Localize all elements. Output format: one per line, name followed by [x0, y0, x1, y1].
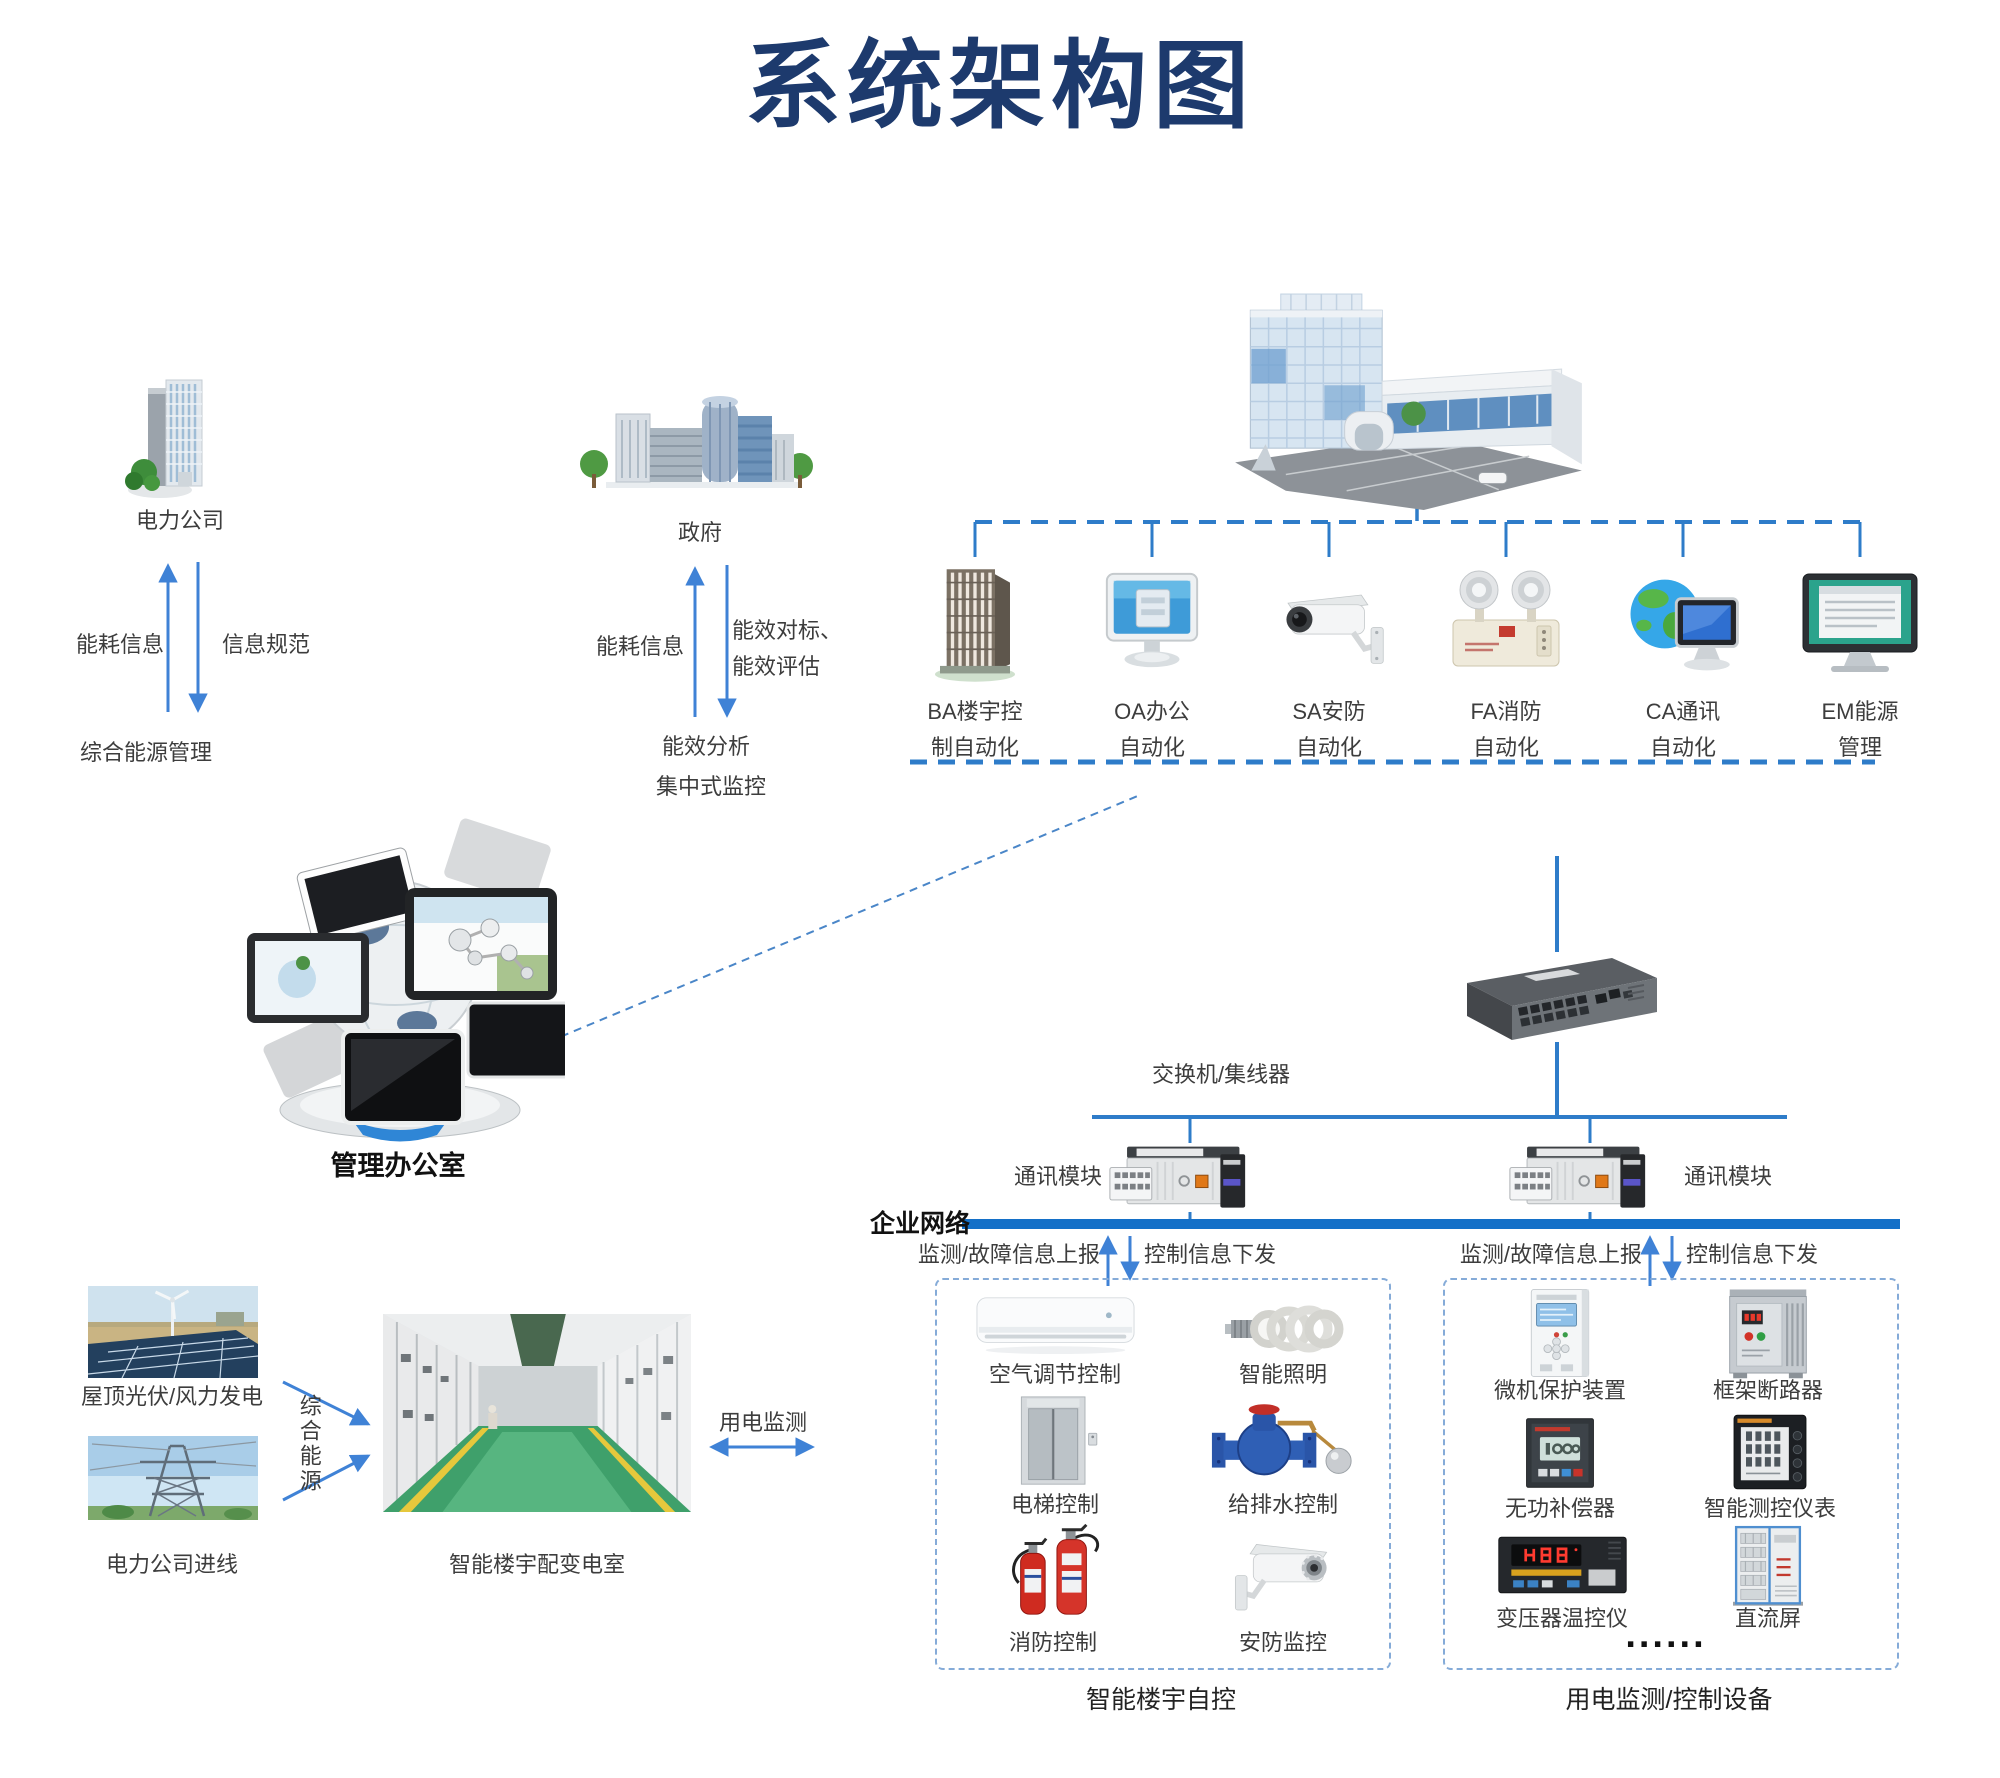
security-camera-icon — [1222, 1532, 1347, 1624]
dc-panel-icon — [1722, 1524, 1814, 1608]
oa-label-1: OA办公 — [1114, 699, 1190, 724]
ba-label-1: BA楼宇控 — [927, 699, 1023, 724]
gov-up-arrow-label: 能耗信息 — [596, 634, 685, 659]
government-label: 政府 — [677, 520, 723, 545]
flow-up-label-right: 监测/故障信息上报 — [1459, 1242, 1642, 1267]
sa-camera-icon — [1262, 582, 1402, 678]
comm-module-left-icon — [1108, 1140, 1268, 1218]
pv-to-substation-arrow — [282, 1380, 371, 1426]
substation-photo — [383, 1314, 691, 1512]
comm-module-right-icon — [1508, 1140, 1668, 1218]
ca-label-2: 自动化 — [1649, 735, 1717, 760]
office-diagonal-link — [547, 794, 1141, 1043]
government-building-icon — [576, 376, 816, 494]
frame-breaker-icon — [1722, 1286, 1814, 1380]
ca-label-1: CA通讯 — [1645, 699, 1721, 724]
compensator-label: 无功补偿器 — [1504, 1496, 1616, 1521]
flow-down-label-right: 控制信息下发 — [1686, 1242, 1819, 1267]
elevator-icon — [1005, 1392, 1105, 1490]
fire-extinguisher-icon — [995, 1518, 1113, 1624]
ba-label-2: 制自动化 — [930, 735, 1020, 760]
power-devices-box — [1443, 1278, 1899, 1670]
grid-tower-photo — [88, 1436, 258, 1520]
water-valve-icon — [1210, 1390, 1355, 1492]
energy-manager-label: 综合能源管理 — [80, 740, 213, 765]
grid-to-substation-arrow — [282, 1454, 371, 1502]
temp-controller-label: 变压器温控仪 — [1495, 1606, 1629, 1631]
elevator-label: 电梯控制 — [1010, 1492, 1100, 1517]
module-drops — [1188, 1117, 1592, 1222]
pv-wind-photo — [88, 1286, 258, 1378]
fa-label-1: FA消防 — [1470, 699, 1542, 724]
power-down-arrow-label: 信息规范 — [222, 632, 311, 657]
page-title: 系统架构图 — [745, 33, 1255, 140]
power-company-building-icon — [118, 372, 230, 502]
comm-module-right-label: 通讯模块 — [1684, 1164, 1773, 1189]
em-monitor-icon — [1795, 570, 1925, 678]
power-up-arrow-label: 能耗信息 — [76, 632, 165, 657]
oa-monitor-icon — [1093, 568, 1211, 674]
breaker-label: 框架断路器 — [1712, 1378, 1824, 1403]
flow-up-label-left: 监测/故障信息上报 — [917, 1242, 1100, 1267]
temp-controller-icon — [1495, 1530, 1630, 1600]
oa-label-2: 自动化 — [1118, 735, 1186, 760]
smart-meter-icon — [1726, 1410, 1814, 1494]
meter-label: 智能测控仪表 — [1703, 1496, 1837, 1521]
dc-panel-label: 直流屏 — [1734, 1606, 1802, 1631]
protection-label: 微机保护装置 — [1493, 1378, 1627, 1403]
sa-label-2: 自动化 — [1295, 735, 1363, 760]
management-office-label: 管理办公室 — [330, 1151, 466, 1181]
combined-energy-label: 综合能源 — [296, 1394, 322, 1494]
devices-ellipsis: ...... — [1625, 1614, 1707, 1656]
metering-label: 用电监测 — [718, 1410, 808, 1435]
power-devices-box-title: 用电监测/控制设备 — [1565, 1686, 1773, 1714]
ca-globe-monitor-icon — [1618, 572, 1748, 677]
enterprise-network-label: 企业网络 — [870, 1210, 971, 1238]
pv-wind-label: 屋顶光伏/风力发电 — [80, 1384, 264, 1409]
management-office-icon — [235, 815, 565, 1150]
switch-label: 交换机/集线器 — [1152, 1062, 1291, 1087]
gov-down-arrow-label-1: 能效对标、 — [732, 618, 843, 643]
ba-building-icon — [925, 552, 1025, 694]
em-label-2: 管理 — [1837, 735, 1883, 760]
flow-down-label-left: 控制信息下发 — [1144, 1242, 1277, 1267]
power-company-label: 电力公司 — [135, 508, 225, 533]
ac-label: 空气调节控制 — [988, 1362, 1122, 1387]
building-auto-box-title: 智能楼宇自控 — [1085, 1686, 1237, 1714]
office-complex-icon — [1225, 292, 1590, 510]
subsystem-drops — [973, 522, 1862, 557]
fa-emergency-light-icon — [1441, 562, 1571, 674]
comm-module-left-label: 通讯模块 — [1013, 1164, 1102, 1189]
gov-down-arrow-label-2: 能效评估 — [732, 654, 821, 679]
gov-result-label-1: 能效分析 — [662, 734, 751, 759]
protection-device-icon — [1520, 1286, 1600, 1380]
em-label-1: EM能源 — [1821, 699, 1899, 724]
grid-label: 电力公司进线 — [105, 1552, 239, 1577]
sa-label-1: SA安防 — [1292, 699, 1366, 724]
water-label: 给排水控制 — [1227, 1492, 1339, 1517]
air-conditioner-icon — [973, 1292, 1138, 1356]
network-switch-icon — [1452, 948, 1662, 1048]
security-label: 安防监控 — [1238, 1630, 1328, 1655]
compensator-icon — [1516, 1412, 1604, 1494]
cfl-bulb-icon — [1222, 1298, 1344, 1360]
gov-result-label-2: 集中式监控 — [656, 774, 767, 799]
fa-label-2: 自动化 — [1472, 735, 1540, 760]
lighting-label: 智能照明 — [1238, 1362, 1328, 1387]
fire-label: 消防控制 — [1008, 1630, 1098, 1655]
building-auto-box — [935, 1278, 1391, 1670]
substation-label: 智能楼宇配变电室 — [448, 1552, 626, 1577]
